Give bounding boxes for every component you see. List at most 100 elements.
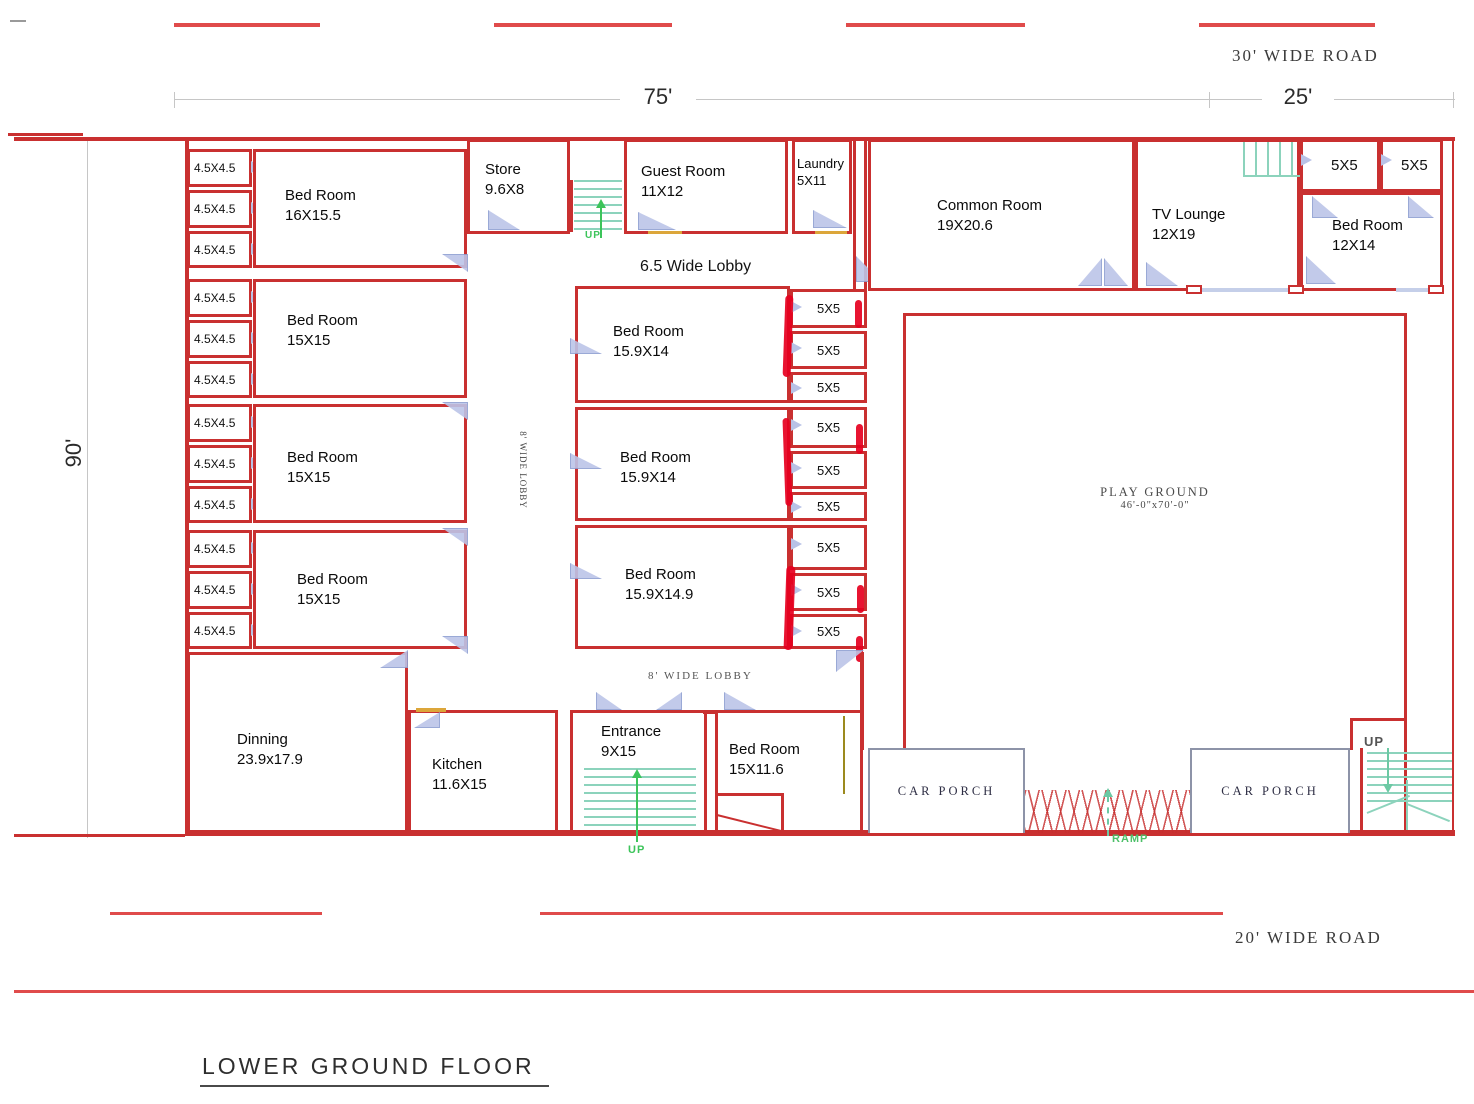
closet-wall [715, 793, 783, 796]
freehand-mark [855, 300, 862, 328]
room-guest [624, 139, 788, 234]
road-edge-line [14, 990, 1474, 993]
bath-label: 5X5 [817, 624, 841, 639]
wall-lobby-end [860, 652, 864, 750]
vertical-lobby-label: 8' WIDE LOBBY [518, 431, 528, 509]
door-sill [648, 231, 682, 234]
car-porch-1: CAR PORCH [868, 748, 1025, 833]
wall-corridor [853, 139, 856, 291]
window-frame [1288, 285, 1304, 294]
bathroom-5x5: 5X5 [1300, 139, 1380, 192]
wall-notch [1350, 718, 1407, 721]
road-dash [540, 912, 1223, 915]
playground-label: PLAY GROUND 46'-0"x70'-0" [903, 485, 1407, 511]
dim-line-left [87, 141, 88, 838]
road-dash [494, 23, 672, 27]
dim-tick [1453, 92, 1454, 108]
drawing-title: LOWER GROUND FLOOR [200, 1053, 549, 1087]
bathroom-5x5: 5X5 [790, 407, 867, 448]
bath-label: 5X5 [817, 540, 841, 555]
bath-label: 5X5 [1331, 157, 1358, 174]
room-bed-left-2 [253, 279, 467, 398]
tv-stair-base [1243, 175, 1319, 177]
bathroom-cell: 4.5X4.5 [187, 404, 262, 442]
dim-line-top [174, 99, 1455, 100]
door-sill [815, 231, 847, 234]
playground-name: PLAY GROUND [1100, 485, 1210, 499]
bath-label: 4.5X4.5 [194, 291, 236, 305]
door-swing [596, 692, 622, 710]
bathroom-5x5: 5X5 [790, 331, 867, 369]
bathroom-5x5: 5X5 [790, 525, 867, 570]
bathroom-cell: 4.5X4.5 [187, 149, 262, 187]
survey-tick [10, 20, 26, 22]
bathroom-5x5: 5X5 [1380, 139, 1443, 192]
room-dinning [187, 652, 408, 833]
playground [903, 313, 1407, 833]
room-kitchen [408, 710, 558, 833]
bath-label: 4.5X4.5 [194, 497, 236, 512]
bath-label: 5X5 [817, 420, 841, 435]
wall-corridor [864, 139, 867, 291]
bath-label: 4.5X4.5 [194, 242, 236, 257]
car-porch-2: CAR PORCH [1190, 748, 1350, 833]
bath-label: 5X5 [817, 380, 841, 395]
room-store [467, 139, 570, 234]
window-frame [1186, 285, 1202, 294]
wall-bottom [185, 830, 1455, 836]
freehand-mark [856, 424, 863, 454]
room-bed-bottom [715, 710, 863, 833]
wall-bottom-left-ext [14, 834, 185, 837]
road-dash [110, 912, 322, 915]
ramp-label: RAMP [1112, 833, 1149, 845]
bathroom-5x5: 5X5 [790, 573, 867, 611]
bathroom-5x5: 5X5 [790, 451, 867, 489]
entrance-staircase [584, 768, 696, 830]
bath-label: 5X5 [817, 462, 841, 478]
room-bed-left-3 [253, 404, 467, 523]
freehand-mark [857, 585, 864, 613]
up-arrow-icon [632, 769, 642, 778]
bath-label: 4.5X4.5 [194, 457, 236, 471]
up-label: UP [585, 230, 601, 241]
road-dash [846, 23, 1025, 27]
bath-label: 4.5X4.5 [194, 161, 236, 175]
bathroom-cell: 4.5X4.5 [187, 231, 262, 268]
bathroom-cell: 4.5X4.5 [187, 190, 262, 228]
bath-label: 5X5 [817, 499, 841, 514]
wall-segment [703, 710, 719, 714]
door-swing [724, 692, 756, 710]
ramp-arrow-icon [1103, 788, 1113, 797]
bath-label: 5X5 [817, 342, 841, 358]
bathroom-cell: 4.5X4.5 [187, 445, 262, 483]
bath-label: 4.5X4.5 [194, 623, 236, 638]
bathroom-cell: 4.5X4.5 [187, 530, 262, 568]
up-arrow-stem [636, 778, 638, 842]
up-label: UP [628, 844, 646, 856]
bath-label: 4.5X4.5 [194, 372, 236, 387]
window [1396, 288, 1434, 292]
bathroom-5x5: 5X5 [790, 289, 867, 328]
window [1200, 288, 1290, 292]
room-bed-left-4 [253, 530, 467, 649]
freehand-mark [856, 636, 863, 662]
down-arrow-stem [1387, 748, 1389, 784]
bath-label: 5X5 [1401, 157, 1428, 174]
bathroom-cell: 4.5X4.5 [187, 279, 262, 317]
dim-tick [174, 92, 175, 108]
bath-label: 4.5X4.5 [194, 416, 236, 430]
up-arrow-icon [596, 199, 606, 208]
